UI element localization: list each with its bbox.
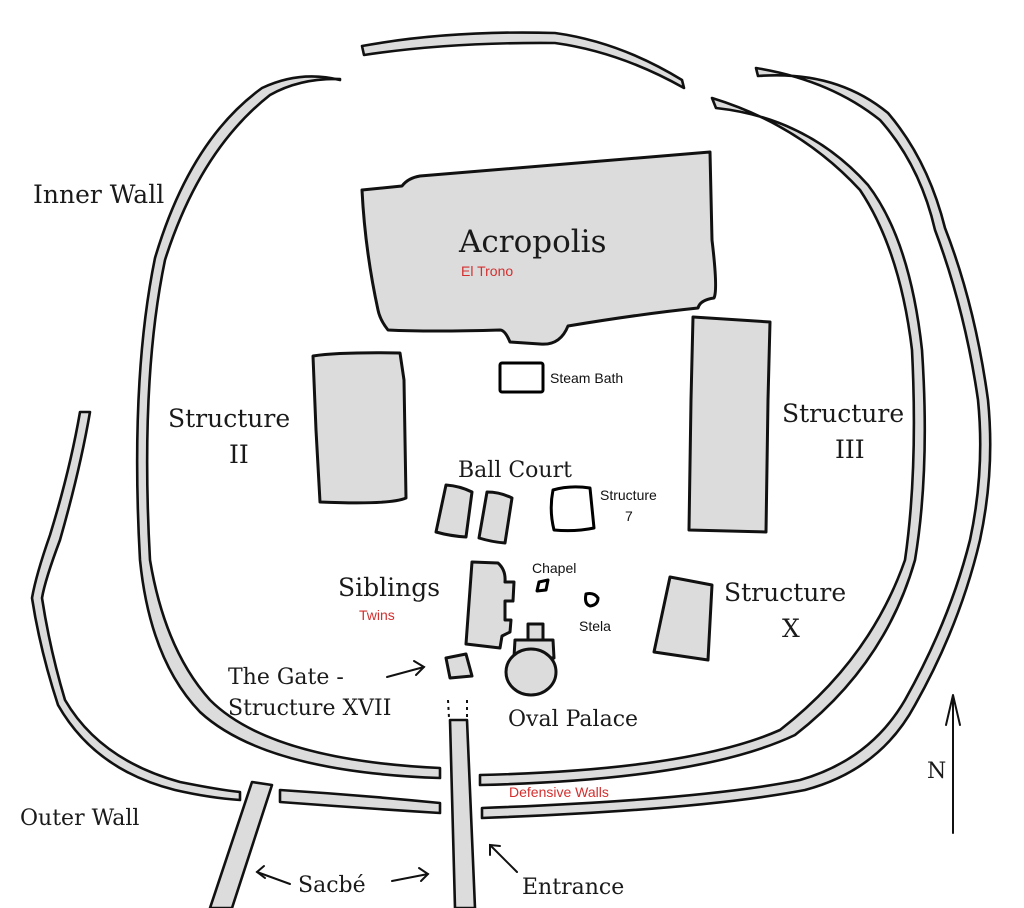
gate-label-line2: Structure XVII bbox=[228, 696, 391, 721]
outer-wall-south-segment bbox=[278, 788, 442, 815]
ball-court-west[interactable] bbox=[434, 483, 474, 539]
sacbe-entrance bbox=[448, 718, 477, 908]
sacbe-arrow-right-icon bbox=[391, 867, 430, 882]
inner-wall-east-segment bbox=[478, 96, 927, 787]
sacbe-label: Sacbé bbox=[298, 873, 366, 898]
chapel-label: Chapel bbox=[532, 560, 576, 576]
gate-dots bbox=[447, 699, 468, 719]
acropolis[interactable] bbox=[360, 150, 718, 346]
inner-wall-northwest-segment bbox=[135, 75, 442, 780]
sacbe-west bbox=[208, 780, 274, 908]
oval-palace[interactable] bbox=[504, 622, 558, 697]
ball-court-label: Ball Court bbox=[458, 458, 572, 483]
stela[interactable] bbox=[584, 592, 600, 608]
outer-wall-label: Outer Wall bbox=[20, 806, 139, 831]
structure-iii-label-line2: III bbox=[835, 435, 865, 464]
gate-label-line1: The Gate - bbox=[228, 665, 344, 690]
inner-wall-label: Inner Wall bbox=[33, 180, 164, 209]
structure-ii[interactable] bbox=[311, 351, 408, 505]
structure-x-label-line2: X bbox=[782, 614, 800, 643]
structure-ii-label-line1: Structure bbox=[168, 404, 290, 433]
acropolis-label: Acropolis bbox=[458, 224, 606, 260]
outer-wall-east-segment bbox=[480, 66, 992, 820]
structure-7[interactable] bbox=[549, 485, 596, 533]
structure-iii-label-line1: Structure bbox=[782, 399, 904, 428]
acropolis-alt-label: El Trono bbox=[461, 263, 513, 279]
structure-x[interactable] bbox=[652, 575, 714, 662]
chapel[interactable] bbox=[535, 578, 550, 593]
structure-iii[interactable] bbox=[687, 315, 772, 534]
siblings-label: Siblings bbox=[338, 573, 440, 602]
siblings-alt-label: Twins bbox=[359, 607, 395, 623]
north-label: N bbox=[927, 759, 946, 784]
sacbe-arrow-left-icon bbox=[255, 865, 291, 885]
outer-wall-west-segment bbox=[30, 410, 242, 802]
structure-7-label-line2: 7 bbox=[625, 508, 633, 524]
the-gate-structure-xvii[interactable] bbox=[444, 652, 474, 680]
siblings-structure[interactable] bbox=[464, 560, 516, 650]
entrance-arrow-icon bbox=[489, 843, 518, 873]
steam-bath[interactable] bbox=[498, 361, 545, 394]
inner-wall-north-segment bbox=[360, 31, 686, 90]
gate-arrow-icon bbox=[386, 660, 426, 678]
north-arrow-icon bbox=[945, 694, 961, 834]
ball-court-east[interactable] bbox=[477, 490, 514, 545]
steam-bath-label: Steam Bath bbox=[550, 370, 623, 386]
oval-palace-label: Oval Palace bbox=[508, 707, 638, 732]
defensive-walls-label: Defensive Walls bbox=[509, 784, 609, 800]
entrance-label: Entrance bbox=[522, 875, 624, 900]
stela-label: Stela bbox=[579, 618, 611, 634]
structure-x-label-line1: Structure bbox=[724, 578, 846, 607]
structure-7-label-line1: Structure bbox=[600, 487, 657, 503]
structure-ii-label-line2: II bbox=[229, 440, 249, 469]
